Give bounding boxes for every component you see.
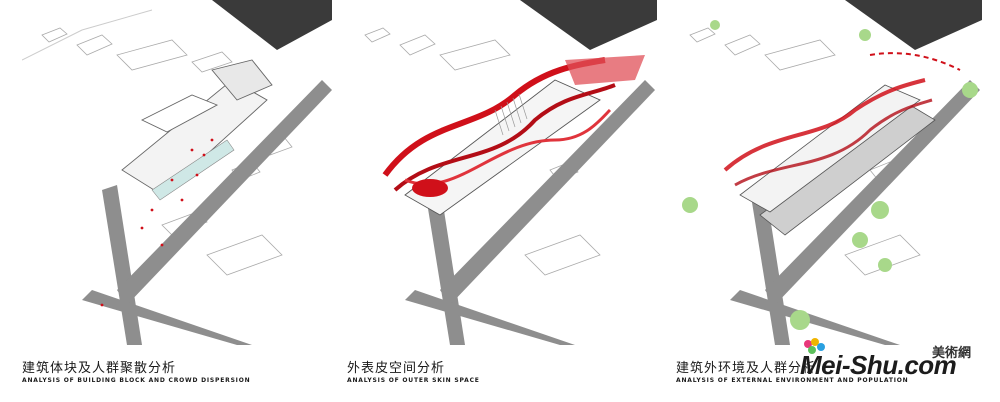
outer-skin-diagram bbox=[364, 0, 657, 345]
meishu-watermark: Mei-Shu.com 美術網 bbox=[792, 336, 992, 386]
building-block-diagram bbox=[22, 0, 332, 345]
panel-title-cn: 建筑体块及人群聚散分析 bbox=[22, 361, 177, 376]
panel-building-block-analysis: 建筑体块及人群聚散分析 Analysis of building block a… bbox=[22, 0, 332, 402]
panel-outer-skin-analysis: 外表皮空间分析 Analysis of outer skin space bbox=[345, 0, 657, 402]
logo-flower-icon bbox=[804, 338, 825, 354]
watermark-brand-cn: 美術網 bbox=[932, 346, 972, 361]
panel-subtitle-en: Analysis of outer skin space bbox=[347, 377, 480, 384]
panel-title-cn: 建筑外环境及人群分析 bbox=[676, 361, 817, 376]
watermark-brand-en: Mei-Shu.com bbox=[800, 350, 957, 380]
panel-subtitle-en: Analysis of building block and crowd dis… bbox=[22, 377, 251, 384]
external-environment-diagram bbox=[682, 0, 982, 345]
panel-external-environment-analysis: 建筑外环境及人群分析 Analysis of external environm… bbox=[670, 0, 982, 402]
panel-subtitle-en: Analysis of external environment and pop… bbox=[676, 377, 909, 384]
panel-title-cn: 外表皮空间分析 bbox=[347, 361, 446, 376]
